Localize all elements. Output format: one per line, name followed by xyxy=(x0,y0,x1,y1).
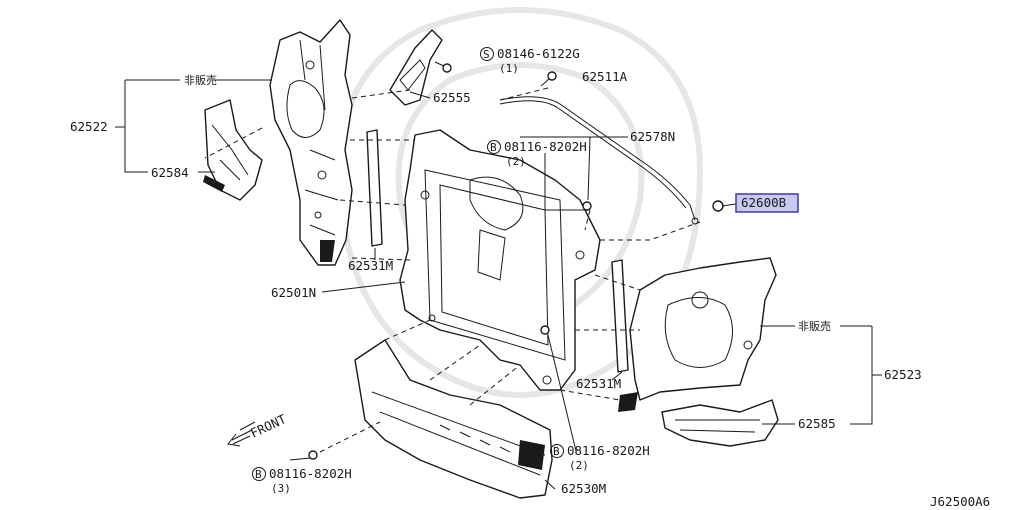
b-symbol-text: B xyxy=(255,468,262,481)
label-62578n: 62578N xyxy=(630,129,675,144)
part-62501n-illustration xyxy=(399,129,601,391)
label-62523: 62523 xyxy=(884,367,922,382)
part-62531m-right-illustration xyxy=(611,259,629,373)
label-62531m-left: 62531M xyxy=(348,258,393,273)
bolt-08116-top-icon xyxy=(582,201,592,211)
b-symbol-text: B xyxy=(490,141,497,154)
label-62531m-right: 62531M xyxy=(576,376,621,391)
bolt-08146-icon xyxy=(434,61,452,73)
label-not-for-sale-left: 非販売 xyxy=(184,74,217,87)
front-arrow-icon xyxy=(227,421,256,447)
label-08116-mid-qty: (2) xyxy=(569,459,589,472)
part-62578n-illustration xyxy=(499,96,699,225)
s-symbol-text: S xyxy=(483,48,490,61)
part-62523-illustration xyxy=(618,257,777,412)
label-62522: 62522 xyxy=(70,119,108,134)
b-symbol-icon xyxy=(252,467,266,481)
b-symbol-text: B xyxy=(553,445,560,458)
s-symbol-icon xyxy=(480,47,494,61)
highlight-62600b-box[interactable] xyxy=(735,193,799,213)
label-08116-mid-code: 08116-8202H xyxy=(567,443,650,458)
label-62511a: 62511A xyxy=(582,69,628,84)
bolt-62511a-icon xyxy=(540,71,557,87)
label-diagram-id: J62500A6 xyxy=(930,494,990,509)
label-62584: 62584 xyxy=(151,165,189,180)
callout-b-08116-top: B 08116-8202H (2) xyxy=(487,139,587,168)
label-08146-qty: (1) xyxy=(499,62,519,75)
assembly-lines xyxy=(204,87,701,453)
b-symbol-icon xyxy=(550,444,564,458)
label-08146-code: 08146-6122G xyxy=(497,46,580,61)
label-62600b[interactable]: 62600B xyxy=(741,195,786,210)
part-62600b-clip-icon xyxy=(712,200,724,212)
leader-lines xyxy=(115,79,882,490)
bolt-08116-bottom-icon xyxy=(308,450,318,460)
label-62585: 62585 xyxy=(798,416,836,431)
bolt-08116-mid-icon xyxy=(540,325,550,335)
label-08116-top-qty: (2) xyxy=(506,155,526,168)
callout-s-08146: S 08146-6122G (1) xyxy=(480,46,580,75)
label-08116-bottom-code: 08116-8202H xyxy=(269,466,352,481)
callout-b-08116-bottom: B 08116-8202H (3) xyxy=(252,466,352,495)
part-62555-illustration xyxy=(389,29,443,106)
callout-b-08116-mid: B 08116-8202H (2) xyxy=(550,443,650,472)
part-62522-illustration xyxy=(269,19,353,266)
label-not-for-sale-right: 非販売 xyxy=(798,320,831,333)
b-symbol-icon xyxy=(487,140,501,154)
part-62584-illustration xyxy=(203,99,263,201)
label-62555: 62555 xyxy=(433,90,471,105)
part-62531m-left-illustration xyxy=(366,129,383,247)
part-62530m-illustration xyxy=(354,339,553,499)
label-08116-bottom-qty: (3) xyxy=(271,482,291,495)
highlight-62600b[interactable]: 62600B xyxy=(735,193,799,213)
label-62501n: 62501N xyxy=(271,285,316,300)
label-62530m: 62530M xyxy=(561,481,606,496)
label-08116-top-code: 08116-8202H xyxy=(504,139,587,154)
part-62585-illustration xyxy=(661,399,779,447)
label-front: FRONT xyxy=(248,411,289,441)
